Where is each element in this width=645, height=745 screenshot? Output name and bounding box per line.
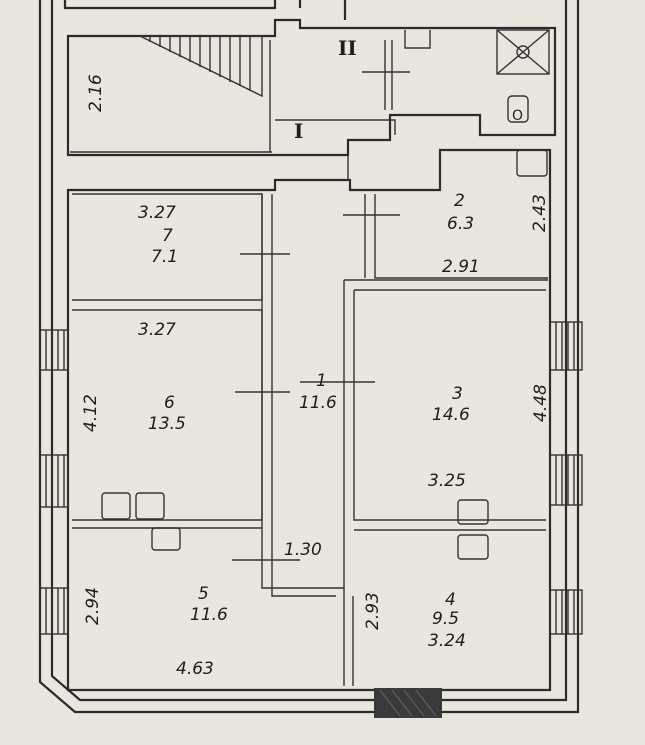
room-2-number: 2 (454, 191, 465, 211)
entrance-block (374, 688, 442, 718)
room-4-number: 4 (445, 590, 456, 610)
dim-4-63: 4.63 (176, 659, 214, 679)
dim-1-30: 1.30 (284, 540, 322, 560)
toilet-icon: O (512, 108, 523, 124)
room-7-area: 7.1 (151, 247, 178, 267)
upper-walls (63, 0, 557, 157)
room-3-area: 14.6 (432, 405, 470, 425)
dim-2-94: 2.94 (83, 587, 103, 625)
dim-3-27-mid: 3.27 (138, 320, 176, 340)
room-5-area: 11.6 (190, 605, 228, 625)
room-2-area: 6.3 (447, 214, 474, 234)
room-1-number: 1 (316, 371, 327, 391)
room-6-number: 6 (164, 393, 175, 413)
room-7-number: 7 (162, 226, 173, 246)
room-1-area: 11.6 (299, 393, 337, 413)
dim-3-24: 3.24 (428, 631, 466, 651)
dim-3-27-top: 3.27 (138, 203, 176, 223)
corridor-label-II: II (338, 36, 357, 60)
main-walls (39, 148, 583, 718)
dim-2-16: 2.16 (86, 74, 106, 112)
room-5-number: 5 (198, 584, 209, 604)
dim-4-12: 4.12 (81, 394, 101, 432)
dim-2-43: 2.43 (530, 194, 550, 232)
room-6-area: 13.5 (148, 414, 186, 434)
dim-4-48: 4.48 (531, 384, 551, 422)
dim-2-93: 2.93 (363, 592, 383, 630)
dim-3-25: 3.25 (428, 471, 466, 491)
room-4-area: 9.5 (432, 609, 459, 629)
corridor-label-I: I (294, 119, 303, 143)
dim-2-91: 2.91 (442, 257, 480, 277)
room-3-number: 3 (452, 384, 463, 404)
